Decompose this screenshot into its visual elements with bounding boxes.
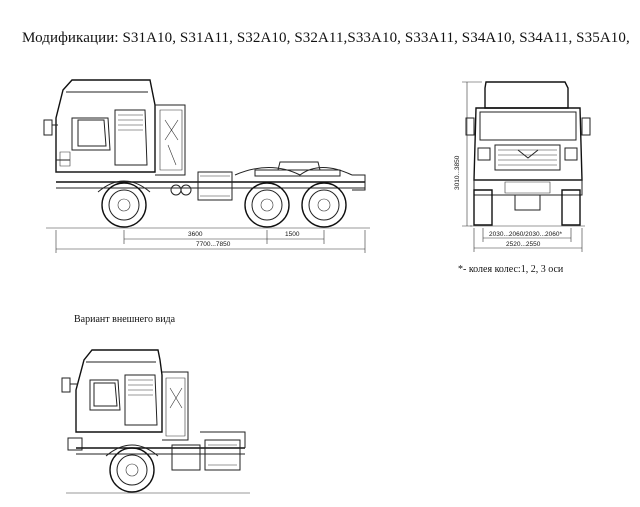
track-footnote: *- колея колес:1, 2, 3 оси — [458, 264, 564, 275]
variant-label: Вариант внешнего вида — [74, 314, 176, 325]
variant-truck — [61, 349, 250, 494]
side-view-dimensions: 3600 1500 7700...7850 — [55, 230, 366, 253]
dim-wheelbase: 3600 — [188, 231, 203, 238]
dim-rear-overhang: 1500 — [285, 231, 300, 238]
dim-track: 2030...2060/2030...2060* — [489, 231, 562, 238]
page-title: Модификации: S31A10, S31A11, S32A10, S32… — [22, 30, 630, 46]
front-view-dimensions: 3010...3850 2030...2060/2030...2060* 252… — [454, 81, 583, 252]
front-view-truck — [465, 81, 591, 227]
side-view-truck — [43, 79, 370, 229]
dim-overall-length: 7700...7850 — [196, 241, 231, 248]
dim-width: 2520...2550 — [506, 241, 541, 248]
dim-height: 3010...3850 — [454, 155, 461, 190]
